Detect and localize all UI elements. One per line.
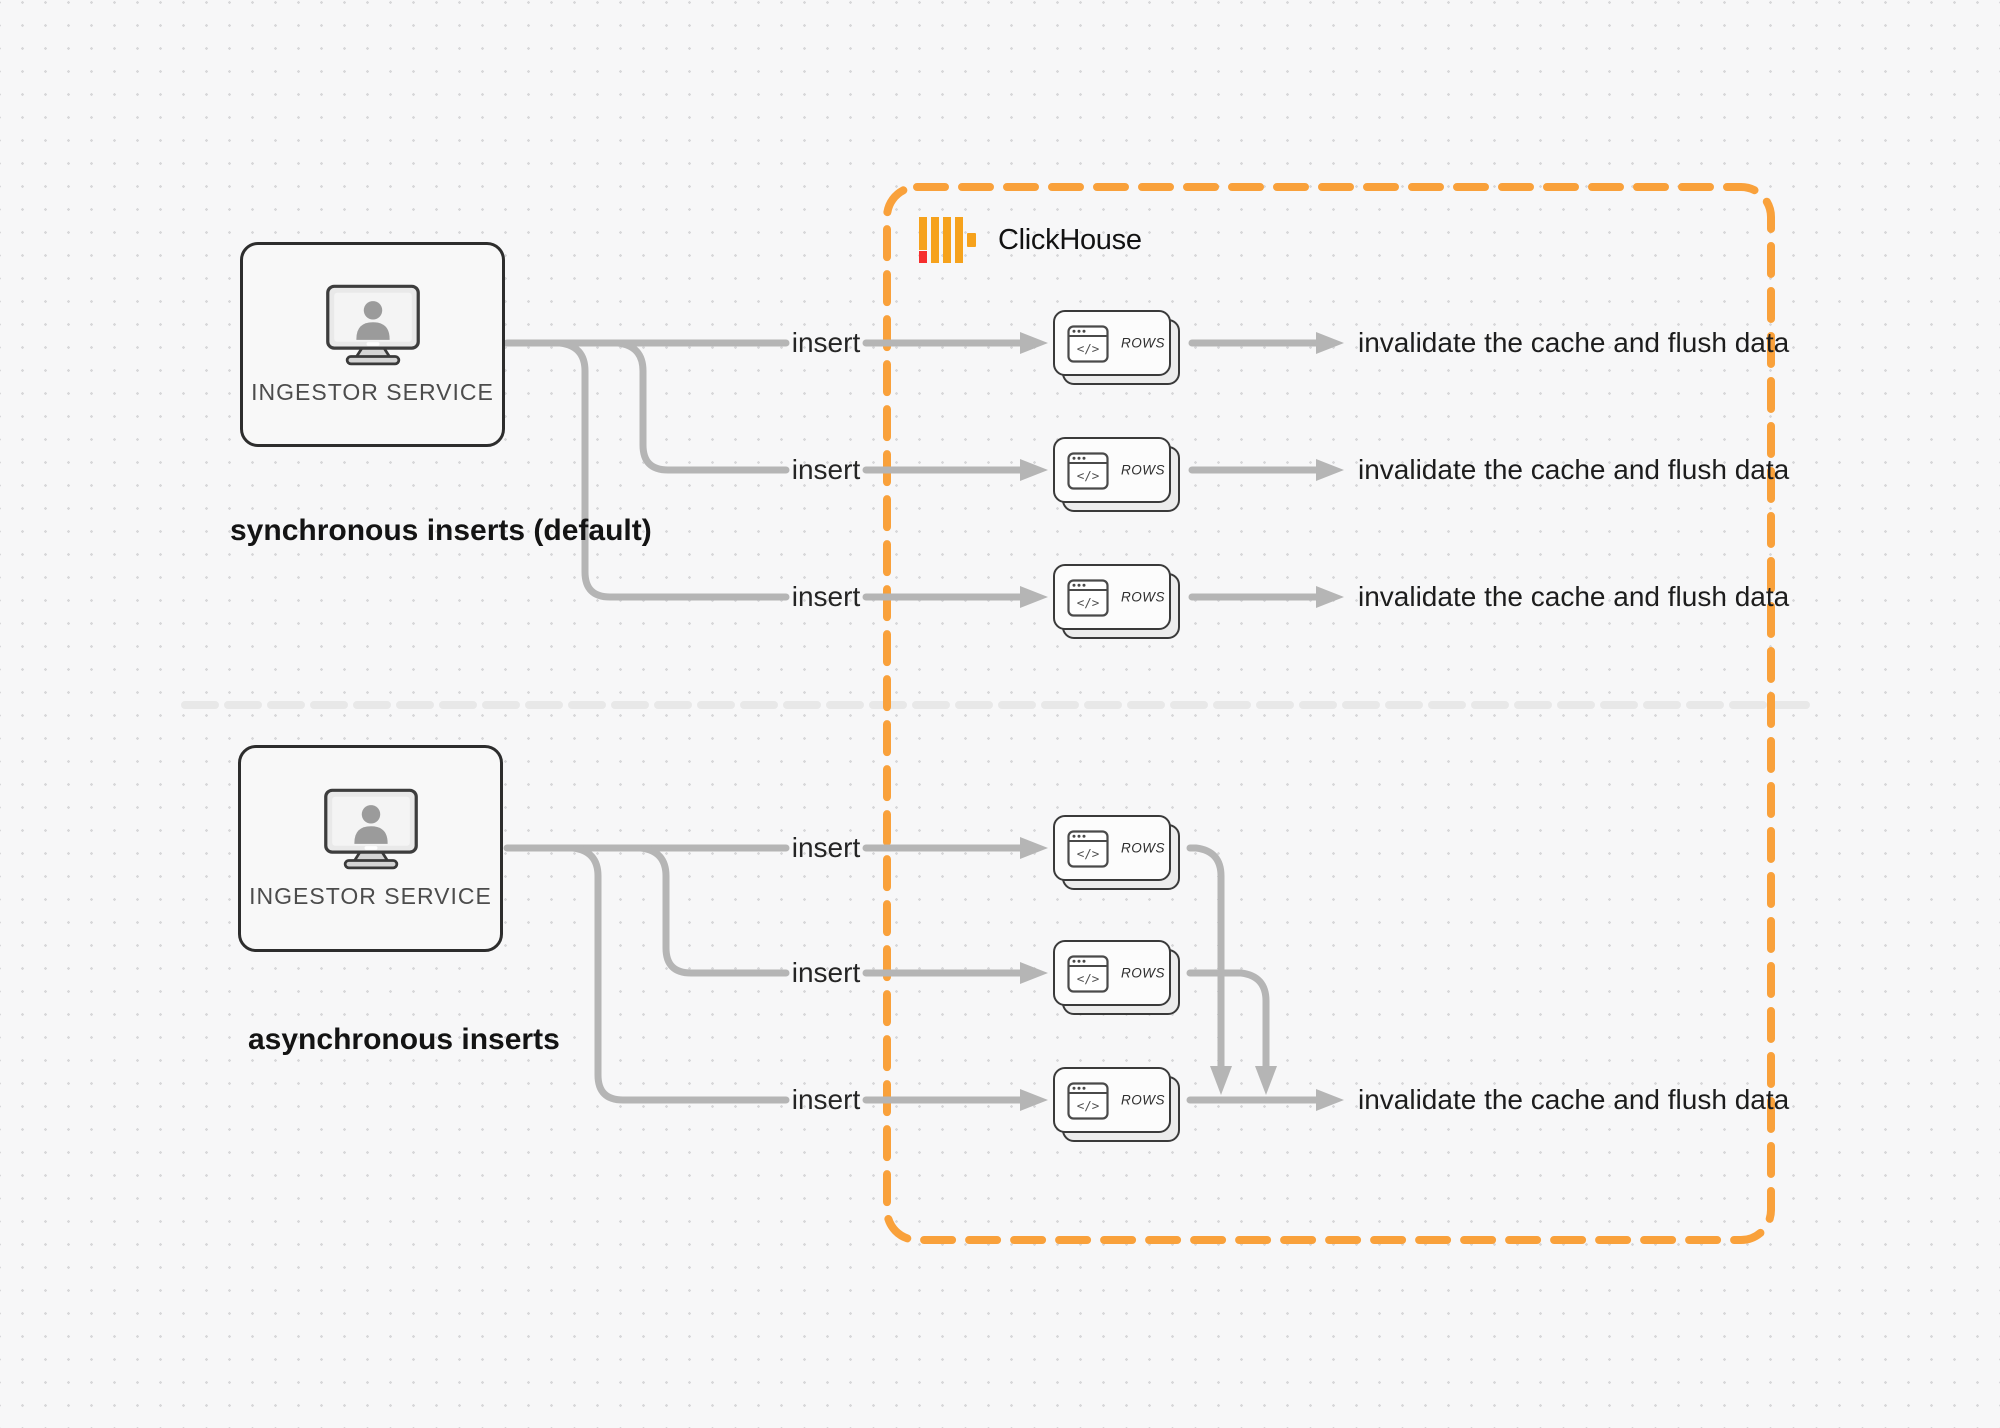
clickhouse-logo: ClickHouse <box>919 217 1142 263</box>
code-window-icon: </> <box>1067 579 1109 617</box>
connector-line <box>1186 844 1225 1070</box>
svg-text:</>: </> <box>1077 341 1100 356</box>
monitor-user-icon <box>325 284 420 366</box>
rows-label: ROWS <box>1121 840 1165 856</box>
rows-card: </> ROWS <box>1053 1067 1180 1142</box>
rows-label: ROWS <box>1121 335 1165 351</box>
outcome-label: invalidate the cache and flush data <box>1358 1084 1790 1115</box>
outcome-label: invalidate the cache and flush data <box>1358 327 1790 358</box>
insert-label: insert <box>791 957 861 988</box>
rows-card: </> ROWS <box>1053 310 1180 385</box>
rows-card-front: </> ROWS <box>1053 815 1171 881</box>
svg-text:</>: </> <box>1077 846 1100 861</box>
rows-card: </> ROWS <box>1053 815 1180 890</box>
sync-ingestor-box: INGESTOR SERVICE <box>240 242 505 447</box>
connector-line <box>614 339 790 474</box>
svg-text:</>: </> <box>1077 595 1100 610</box>
arrowhead-icon <box>1316 459 1344 481</box>
svg-text:</>: </> <box>1077 1098 1100 1113</box>
arrowheads <box>1020 332 1344 1111</box>
insert-label: insert <box>791 832 861 863</box>
arrowhead-icon <box>1316 332 1344 354</box>
svg-text:</>: </> <box>1077 468 1100 483</box>
outcome-label: invalidate the cache and flush data <box>1358 454 1790 485</box>
connector-line <box>1186 969 1270 1070</box>
arrowhead-icon <box>1020 962 1048 984</box>
arrowhead-icon <box>1020 837 1048 859</box>
clickhouse-label: ClickHouse <box>998 223 1142 256</box>
rows-card: </> ROWS <box>1053 564 1180 639</box>
async-caption: asynchronous inserts <box>248 1023 560 1056</box>
ingestor-label: INGESTOR SERVICE <box>249 883 492 909</box>
connector-line <box>569 844 790 1104</box>
sync-caption: synchronous inserts (default) <box>230 514 652 547</box>
rows-card: </> ROWS <box>1053 437 1180 512</box>
clickhouse-bars-icon <box>919 217 976 263</box>
insert-label: insert <box>791 1084 861 1115</box>
ingestor-label: INGESTOR SERVICE <box>251 379 494 405</box>
arrowhead-icon <box>1020 1089 1048 1111</box>
monitor-user-icon <box>323 788 418 870</box>
arrowhead-icon <box>1210 1066 1232 1095</box>
rows-card-front: </> ROWS <box>1053 1067 1171 1133</box>
arrowhead-icon <box>1316 1089 1344 1111</box>
rows-label: ROWS <box>1121 462 1165 478</box>
svg-text:</>: </> <box>1077 971 1100 986</box>
rows-card: </> ROWS <box>1053 940 1180 1015</box>
rows-card-front: </> ROWS <box>1053 310 1171 376</box>
insert-label: insert <box>791 327 861 358</box>
rows-label: ROWS <box>1121 1092 1165 1108</box>
arrowhead-icon <box>1255 1066 1277 1095</box>
code-window-icon: </> <box>1067 325 1109 363</box>
rows-card-front: </> ROWS <box>1053 940 1171 1006</box>
rows-label: ROWS <box>1121 965 1165 981</box>
connector-line <box>637 844 790 977</box>
code-window-icon: </> <box>1067 452 1109 490</box>
async-ingestor-box: INGESTOR SERVICE <box>238 745 503 952</box>
rows-label: ROWS <box>1121 589 1165 605</box>
arrowhead-icon <box>1020 332 1048 354</box>
connector-lines <box>503 339 1320 1104</box>
rows-card-front: </> ROWS <box>1053 564 1171 630</box>
code-window-icon: </> <box>1067 955 1109 993</box>
arrowhead-icon <box>1020 586 1048 608</box>
connector-line <box>556 339 790 601</box>
rows-card-front: </> ROWS <box>1053 437 1171 503</box>
outcome-label: invalidate the cache and flush data <box>1358 581 1790 612</box>
clickhouse-boundary <box>883 183 1775 1244</box>
code-window-icon: </> <box>1067 830 1109 868</box>
arrowhead-icon <box>1316 586 1344 608</box>
insert-label: insert <box>791 581 861 612</box>
arrowhead-icon <box>1020 459 1048 481</box>
code-window-icon: </> <box>1067 1082 1109 1120</box>
insert-label: insert <box>791 454 861 485</box>
